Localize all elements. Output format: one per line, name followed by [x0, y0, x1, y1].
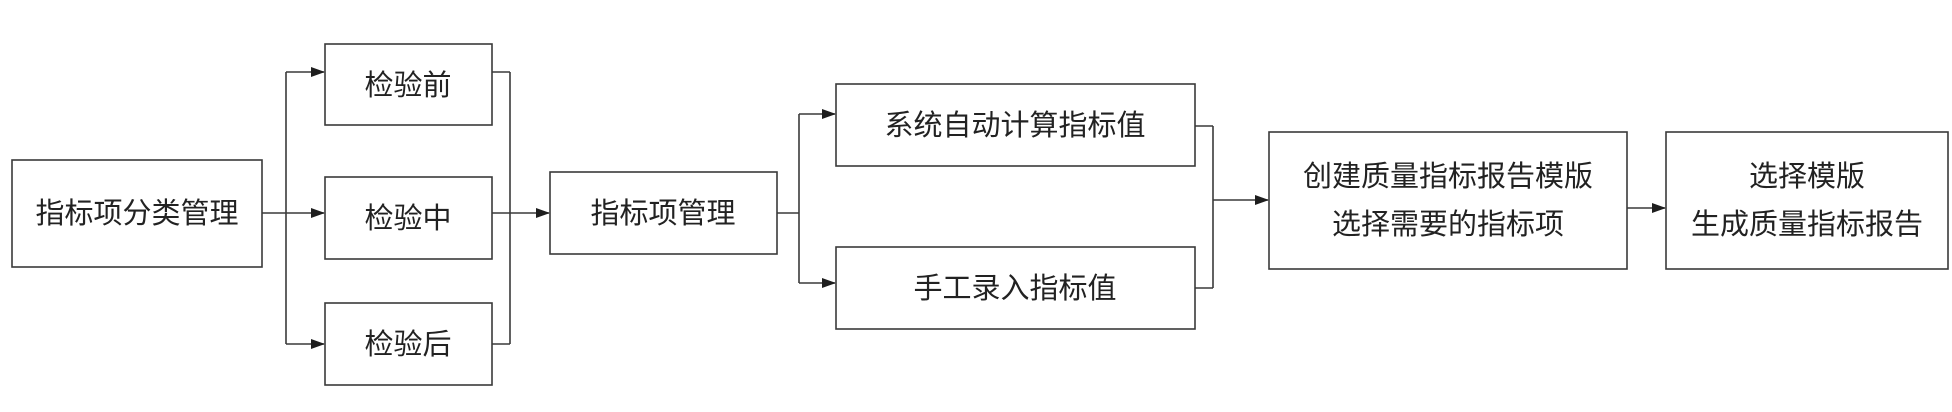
node-report-template-line2: 选择需要的指标项 [1332, 207, 1564, 241]
node-mid-inspection-label: 检验中 [364, 201, 451, 235]
node-generate-report: 选择模版 生成质量指标报告 [1665, 131, 1949, 270]
node-post-inspection: 检验后 [324, 302, 493, 386]
node-classify-label: 指标项分类管理 [35, 196, 238, 230]
node-item-management: 指标项管理 [549, 171, 778, 255]
node-manual-entry-label: 手工录入指标值 [913, 271, 1116, 305]
node-manual-entry: 手工录入指标值 [835, 246, 1196, 330]
node-auto-calculate: 系统自动计算指标值 [835, 83, 1196, 167]
node-pre-inspection-label: 检验前 [364, 68, 451, 102]
node-mid-inspection: 检验中 [324, 176, 493, 260]
node-auto-calculate-label: 系统自动计算指标值 [884, 108, 1145, 142]
node-report-template-line1: 创建质量指标报告模版 [1303, 159, 1593, 193]
node-report-template: 创建质量指标报告模版 选择需要的指标项 [1268, 131, 1628, 270]
node-item-management-label: 指标项管理 [590, 196, 735, 230]
node-pre-inspection: 检验前 [324, 43, 493, 126]
node-classify: 指标项分类管理 [11, 159, 263, 268]
node-generate-report-line2: 生成质量指标报告 [1691, 207, 1923, 241]
connectors [262, 67, 1666, 349]
node-post-inspection-label: 检验后 [364, 327, 451, 361]
node-generate-report-line1: 选择模版 [1749, 159, 1865, 193]
